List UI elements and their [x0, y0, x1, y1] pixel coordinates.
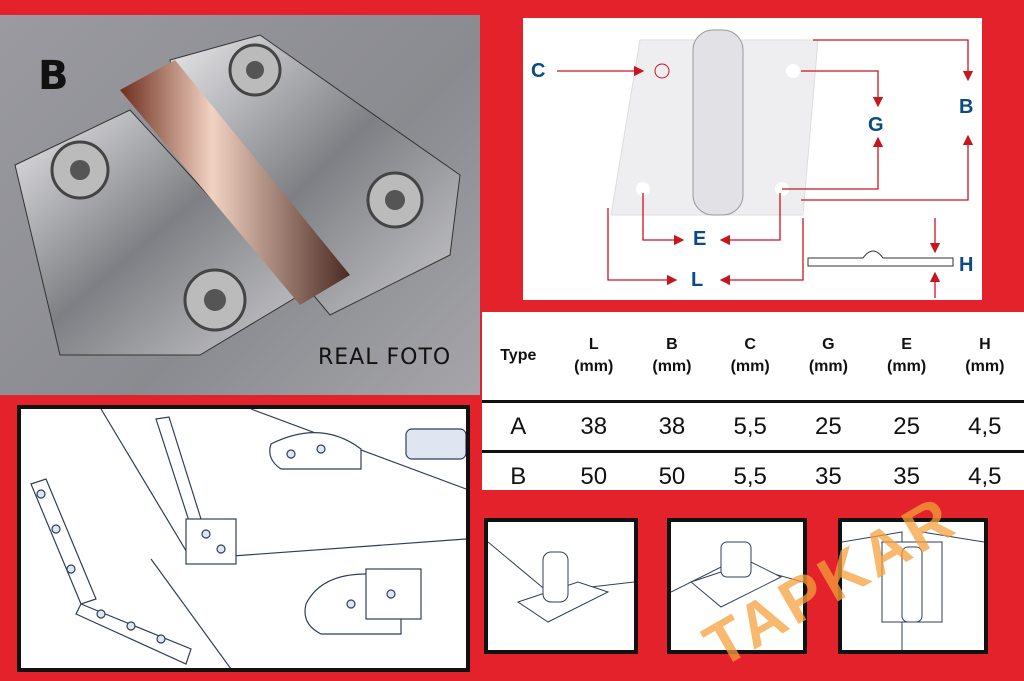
cell: 25	[867, 400, 946, 452]
dimension-diagram: C B G E L H	[523, 18, 982, 300]
cell: 35	[789, 450, 868, 500]
cell: 4,5	[945, 400, 1024, 452]
photo-caption: REAL FOTO	[318, 345, 452, 370]
col-e: E(mm)	[887, 336, 927, 375]
cell: 4,5	[945, 450, 1024, 500]
product-photo: B REAL FOTO	[0, 15, 480, 395]
usage-thumbnail-1	[484, 518, 638, 654]
cell: 5,5	[711, 400, 790, 452]
cell: 50	[632, 450, 712, 500]
col-h: H(mm)	[965, 336, 1005, 375]
cell: 25	[789, 400, 868, 452]
cell: B	[482, 450, 555, 500]
label-c: C	[531, 60, 546, 82]
cell: 35	[867, 450, 946, 500]
cell: A	[482, 400, 555, 452]
col-type: Type	[500, 347, 537, 364]
hinge-photo-illustration	[14, 34, 461, 356]
table-header-row: Type L(mm) B(mm) C(mm) G(mm) E(mm) H(mm)	[482, 312, 1024, 402]
type-letter: B	[38, 53, 69, 99]
usage-thumbnail-2	[667, 518, 807, 654]
label-e: E	[693, 228, 707, 250]
cell: 5,5	[711, 450, 790, 500]
cell: 50	[554, 450, 633, 500]
usage-thumbnail-3	[838, 518, 988, 654]
label-h: H	[959, 254, 974, 276]
cell: 38	[554, 400, 633, 452]
col-g: G(mm)	[808, 336, 848, 375]
col-b: B(mm)	[652, 336, 692, 375]
label-b: B	[959, 96, 974, 118]
label-g: G	[868, 114, 884, 136]
dimension-table: Type L(mm) B(mm) C(mm) G(mm) E(mm) H(mm)…	[482, 312, 1024, 500]
cell: 38	[632, 400, 712, 452]
col-l: L(mm)	[574, 336, 614, 375]
label-l: L	[691, 269, 704, 291]
dimension-drawing	[557, 29, 974, 298]
col-c: C(mm)	[730, 336, 770, 375]
usage-illustration	[17, 405, 470, 672]
